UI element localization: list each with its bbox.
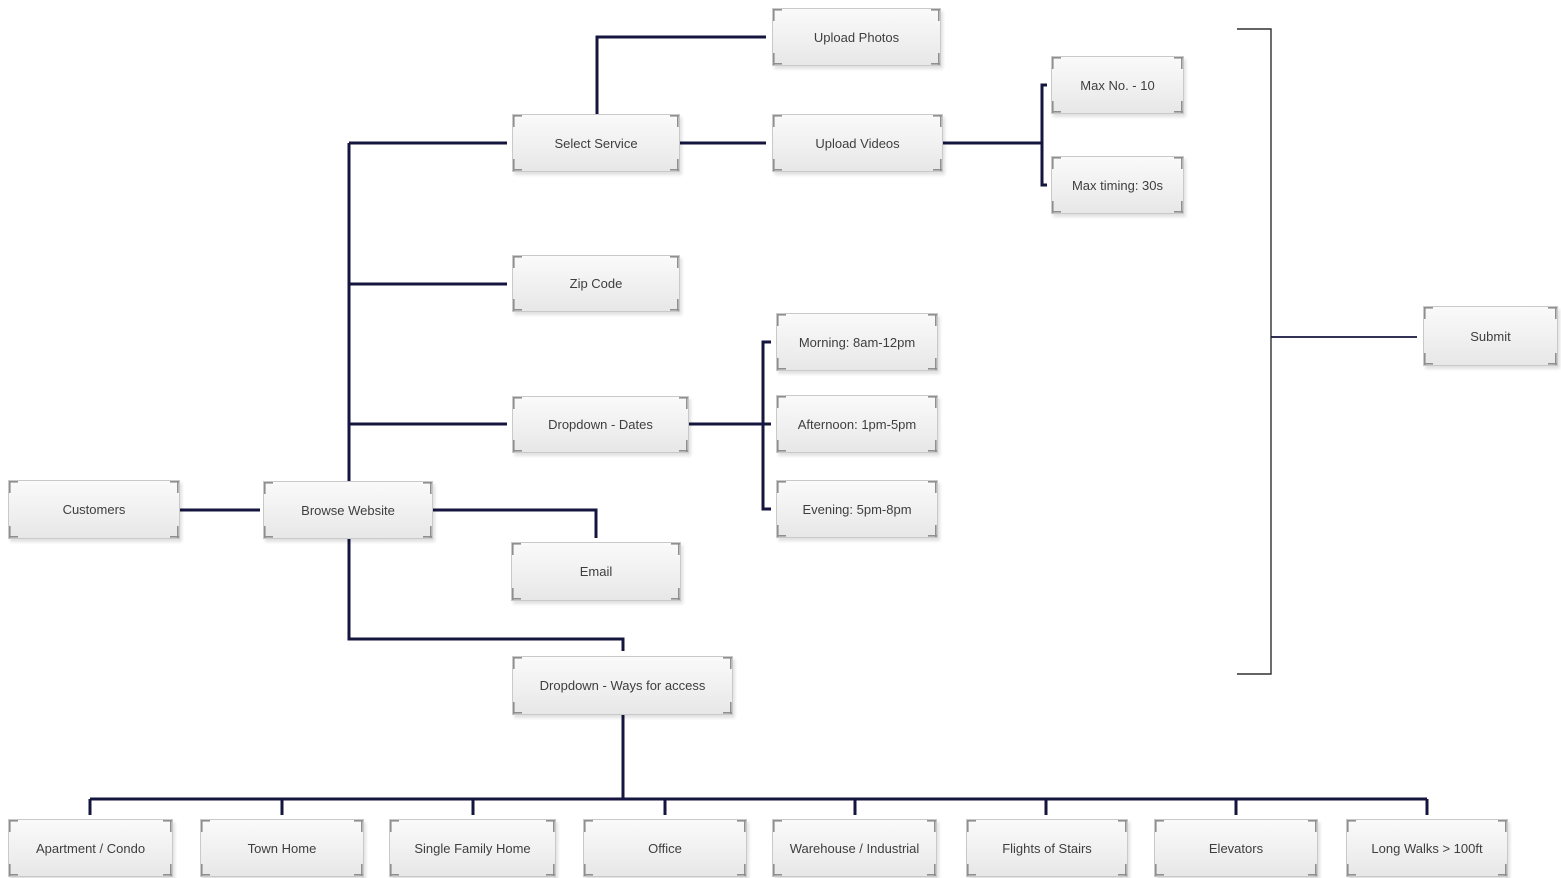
node-single-family-home[interactable]: Single Family Home <box>389 819 556 877</box>
edge-videos-max-timing <box>1040 143 1047 187</box>
node-customers-label: Customers <box>62 502 126 517</box>
node-flights-of-stairs-label: Flights of Stairs <box>1002 840 1092 856</box>
node-dropdown-dates[interactable]: Dropdown - Dates <box>512 396 689 453</box>
node-customers[interactable]: Customers <box>8 480 180 539</box>
node-browse-website[interactable]: Browse Website <box>263 481 433 539</box>
node-morning-label: Morning: 8am-12pm <box>798 334 916 350</box>
node-apartment-condo-label: Apartment / Condo <box>35 840 146 856</box>
node-dropdown-ways[interactable]: Dropdown - Ways for access <box>512 656 733 715</box>
edge-browse-email <box>433 508 598 538</box>
edge-videos-max-no <box>1040 83 1047 143</box>
edge-browse-dropdown-ways <box>347 539 625 651</box>
node-town-home-label: Town Home <box>247 840 317 856</box>
node-morning[interactable]: Morning: 8am-12pm <box>776 313 938 371</box>
node-long-walks[interactable]: Long Walks > 100ft <box>1346 819 1508 877</box>
node-max-no-label: Max No. - 10 <box>1080 77 1155 93</box>
node-zip-code[interactable]: Zip Code <box>512 255 680 312</box>
node-upload-photos-label: Upload Photos <box>813 29 900 45</box>
node-evening[interactable]: Evening: 5pm-8pm <box>776 480 938 538</box>
node-dropdown-dates-label: Dropdown - Dates <box>548 417 653 432</box>
node-town-home[interactable]: Town Home <box>200 819 364 877</box>
edge-dates-evening <box>761 424 771 511</box>
edge-dates-morning <box>761 340 771 424</box>
node-flights-of-stairs[interactable]: Flights of Stairs <box>966 819 1128 877</box>
node-email-label: Email <box>579 564 613 579</box>
node-warehouse-industrial-label: Warehouse / Industrial <box>789 840 920 856</box>
node-dropdown-ways-label: Dropdown - Ways for access <box>539 678 706 693</box>
node-evening-label: Evening: 5pm-8pm <box>802 501 912 517</box>
node-select-service[interactable]: Select Service <box>512 114 680 172</box>
node-select-service-label: Select Service <box>554 135 638 151</box>
node-submit-label: Submit <box>1470 328 1511 344</box>
node-afternoon[interactable]: Afternoon: 1pm-5pm <box>776 395 938 453</box>
node-max-timing-label: Max timing: 30s <box>1071 177 1164 193</box>
node-office[interactable]: Office <box>583 819 747 877</box>
node-apartment-condo[interactable]: Apartment / Condo <box>8 819 173 877</box>
node-single-family-home-label: Single Family Home <box>414 840 531 856</box>
node-max-timing[interactable]: Max timing: 30s <box>1051 156 1184 214</box>
node-long-walks-label: Long Walks > 100ft <box>1371 840 1483 856</box>
node-elevators[interactable]: Elevators <box>1154 819 1318 877</box>
node-submit[interactable]: Submit <box>1423 306 1558 366</box>
node-browse-website-label: Browse Website <box>301 502 395 518</box>
node-max-no[interactable]: Max No. - 10 <box>1051 56 1184 114</box>
edge-select-upload-photos <box>595 35 766 114</box>
collector-bracket <box>1237 28 1272 675</box>
node-warehouse-industrial[interactable]: Warehouse / Industrial <box>772 819 937 877</box>
node-office-label: Office <box>648 840 682 856</box>
node-afternoon-label: Afternoon: 1pm-5pm <box>797 416 917 432</box>
node-upload-videos[interactable]: Upload Videos <box>772 114 943 172</box>
node-email[interactable]: Email <box>511 542 681 601</box>
node-zip-code-label: Zip Code <box>569 276 623 291</box>
node-upload-photos[interactable]: Upload Photos <box>772 8 941 66</box>
node-upload-videos-label: Upload Videos <box>815 135 900 151</box>
node-elevators-label: Elevators <box>1208 840 1264 856</box>
